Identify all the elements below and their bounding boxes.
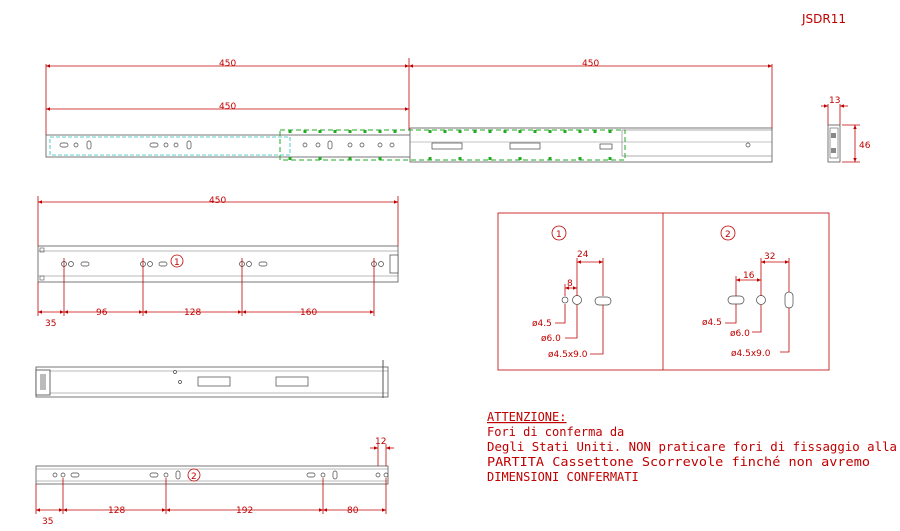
dim-rail-1-length: 450 bbox=[209, 196, 226, 206]
dim-extended-left: 450 bbox=[219, 59, 236, 69]
dim-section-width: 13 bbox=[829, 96, 840, 106]
detail-1-label-60: ø6.0 bbox=[541, 334, 561, 344]
rail-2-dim-1: 128 bbox=[108, 506, 125, 516]
rail-1-marker: 1 bbox=[174, 258, 180, 268]
detail-2-dim-32: 32 bbox=[764, 252, 775, 262]
note-line-1: Fori di conferma da bbox=[487, 425, 624, 439]
detail-1-dim-8: 8 bbox=[567, 279, 573, 289]
rail-2-dim-2: 192 bbox=[236, 506, 253, 516]
detail-1-marker: 1 bbox=[556, 230, 562, 240]
detail-2-label-slot: ø4.5x9.0 bbox=[731, 349, 771, 359]
rail-1-dim-1: 96 bbox=[96, 308, 108, 318]
dim-closed-length: 450 bbox=[219, 102, 236, 112]
rail-1-view: 450 1 35 96 128 160 bbox=[37, 196, 399, 329]
hole-detail-panel: 1 24 8 ø4.5 ø6.0 ø4.5x9.0 2 32 16 ø bbox=[497, 212, 830, 371]
middle-rail-view bbox=[35, 360, 389, 398]
dim-extended-right: 450 bbox=[582, 59, 599, 69]
detail-2-dim-16: 16 bbox=[743, 271, 755, 281]
cross-section-view: 13 46 bbox=[821, 96, 871, 163]
detail-1-dim-24: 24 bbox=[577, 250, 589, 260]
inner-rail bbox=[45, 134, 427, 158]
note-line-2: Degli Stati Uniti. NON praticare fori di… bbox=[487, 440, 897, 454]
dim-section-height: 46 bbox=[859, 141, 871, 151]
rail-2-top-dim: 12 bbox=[375, 437, 386, 447]
rail-1-dim-0: 35 bbox=[45, 319, 56, 329]
drawing-number: JSDR11 bbox=[801, 12, 846, 26]
attention-note: ATTENZIONE: Fori di conferma da Degli St… bbox=[487, 410, 897, 484]
detail-1-label-45: ø4.5 bbox=[532, 319, 552, 329]
note-line-4: DIMENSIONI CONFERMATI bbox=[487, 470, 639, 484]
detail-1-label-slot: ø4.5x9.0 bbox=[548, 350, 588, 360]
rail-2-dim-0: 35 bbox=[42, 517, 53, 527]
marker-circle-2 bbox=[187, 468, 201, 482]
rail-2-view: 12 2 35 128 192 80 bbox=[35, 437, 394, 527]
detail-2-marker: 2 bbox=[725, 230, 731, 240]
rail-2-dim-3: 80 bbox=[347, 506, 359, 516]
note-title: ATTENZIONE: bbox=[487, 410, 566, 424]
marker-circle-1 bbox=[170, 254, 184, 268]
detail-2-label-60: ø6.0 bbox=[730, 329, 750, 339]
detail-2-label-45: ø4.5 bbox=[702, 318, 722, 328]
rail-2-marker: 2 bbox=[191, 472, 197, 482]
extended-slide-view: 450 450 450 bbox=[45, 58, 773, 163]
outer-rail bbox=[409, 127, 773, 163]
note-line-3: PARTITA Cassettone Scorrevole finché non… bbox=[487, 455, 870, 469]
rail-1-dim-3: 160 bbox=[300, 308, 317, 318]
rail-1-dim-2: 128 bbox=[184, 308, 201, 318]
